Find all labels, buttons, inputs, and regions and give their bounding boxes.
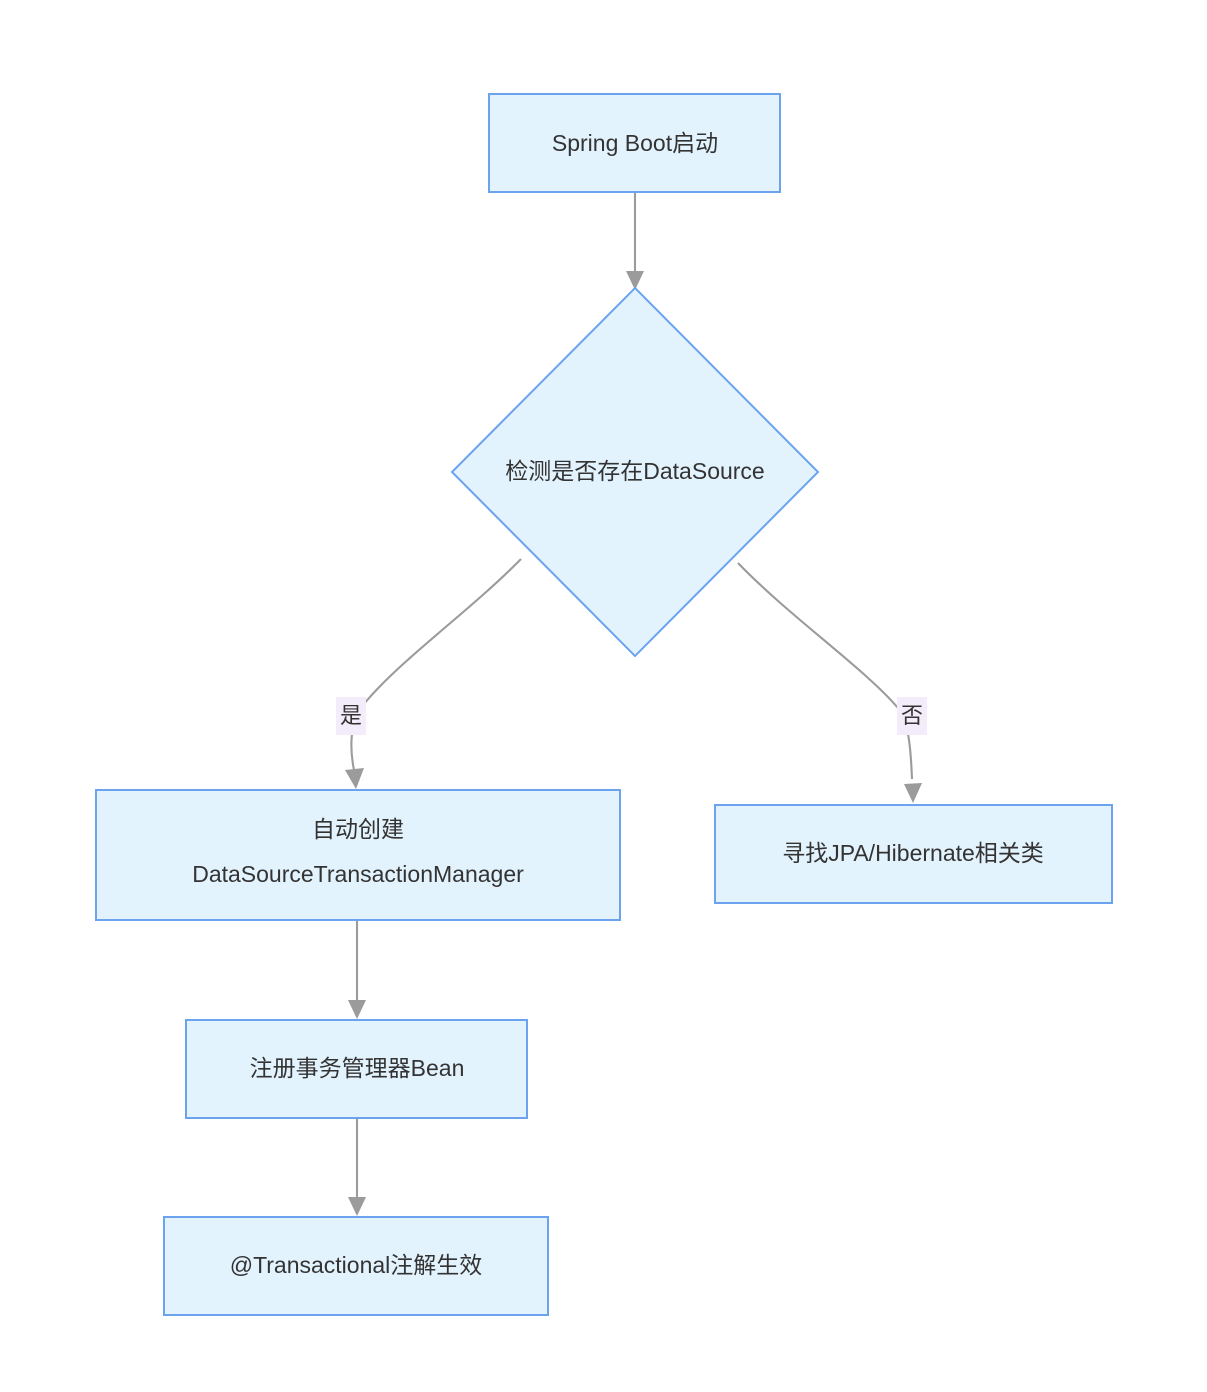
edge-decision-to-create-dstm bbox=[345, 558, 522, 789]
node-start-label: Spring Boot启动 bbox=[552, 130, 718, 156]
node-create-dstm-shape[interactable] bbox=[95, 789, 621, 921]
edge-register-bean-to-transactional bbox=[348, 1118, 366, 1216]
edges-layer bbox=[345, 192, 922, 1216]
edge-create-dstm-to-register-bean bbox=[348, 920, 366, 1019]
node-create-dstm-label-line2: DataSourceTransactionManager bbox=[192, 861, 524, 887]
edge-label-yes-bg bbox=[336, 697, 366, 735]
node-find-jpa[interactable]: 寻找JPA/Hibernate相关类 bbox=[714, 804, 1113, 904]
node-register-bean-label: 注册事务管理器Bean bbox=[250, 1055, 465, 1081]
arrowhead-icon bbox=[345, 768, 364, 789]
node-create-dstm-label-line1: 自动创建 bbox=[312, 816, 404, 842]
node-start[interactable]: Spring Boot启动 bbox=[488, 93, 781, 193]
node-find-jpa-shape[interactable] bbox=[714, 804, 1113, 904]
edge-labels-layer: 是 否 bbox=[336, 697, 927, 735]
edge-label-no-bg bbox=[897, 697, 927, 735]
edge-label-yes-text: 是 bbox=[340, 703, 362, 728]
node-create-dstm[interactable]: 自动创建 DataSourceTransactionManager bbox=[95, 789, 621, 921]
node-decision-label: 检测是否存在DataSource bbox=[505, 458, 764, 484]
arrowhead-icon bbox=[904, 783, 922, 803]
node-register-bean-shape[interactable] bbox=[185, 1019, 528, 1119]
node-decision-shape[interactable] bbox=[450, 286, 820, 658]
edge-label-no: 否 bbox=[897, 697, 927, 735]
edge-label-yes: 是 bbox=[336, 697, 366, 735]
edge-start-to-decision bbox=[626, 192, 644, 290]
edge-line bbox=[737, 562, 914, 780]
node-transactional-active-label: @Transactional注解生效 bbox=[230, 1252, 483, 1278]
edge-decision-to-find-jpa bbox=[737, 562, 922, 803]
arrowhead-icon bbox=[348, 1197, 366, 1216]
node-transactional-active-shape[interactable] bbox=[163, 1216, 549, 1316]
node-find-jpa-label: 寻找JPA/Hibernate相关类 bbox=[782, 840, 1044, 866]
node-start-shape[interactable] bbox=[488, 93, 781, 193]
arrowhead-icon bbox=[348, 1000, 366, 1019]
edge-label-no-text: 否 bbox=[901, 703, 923, 728]
nodes-layer: Spring Boot启动 检测是否存在DataSource 自动创建 Data… bbox=[95, 93, 1113, 1316]
node-register-bean[interactable]: 注册事务管理器Bean bbox=[185, 1019, 528, 1119]
edge-line bbox=[350, 558, 522, 771]
node-transactional-active[interactable]: @Transactional注解生效 bbox=[163, 1216, 549, 1316]
arrowhead-icon bbox=[626, 271, 644, 290]
node-decision[interactable]: 检测是否存在DataSource bbox=[450, 286, 820, 658]
